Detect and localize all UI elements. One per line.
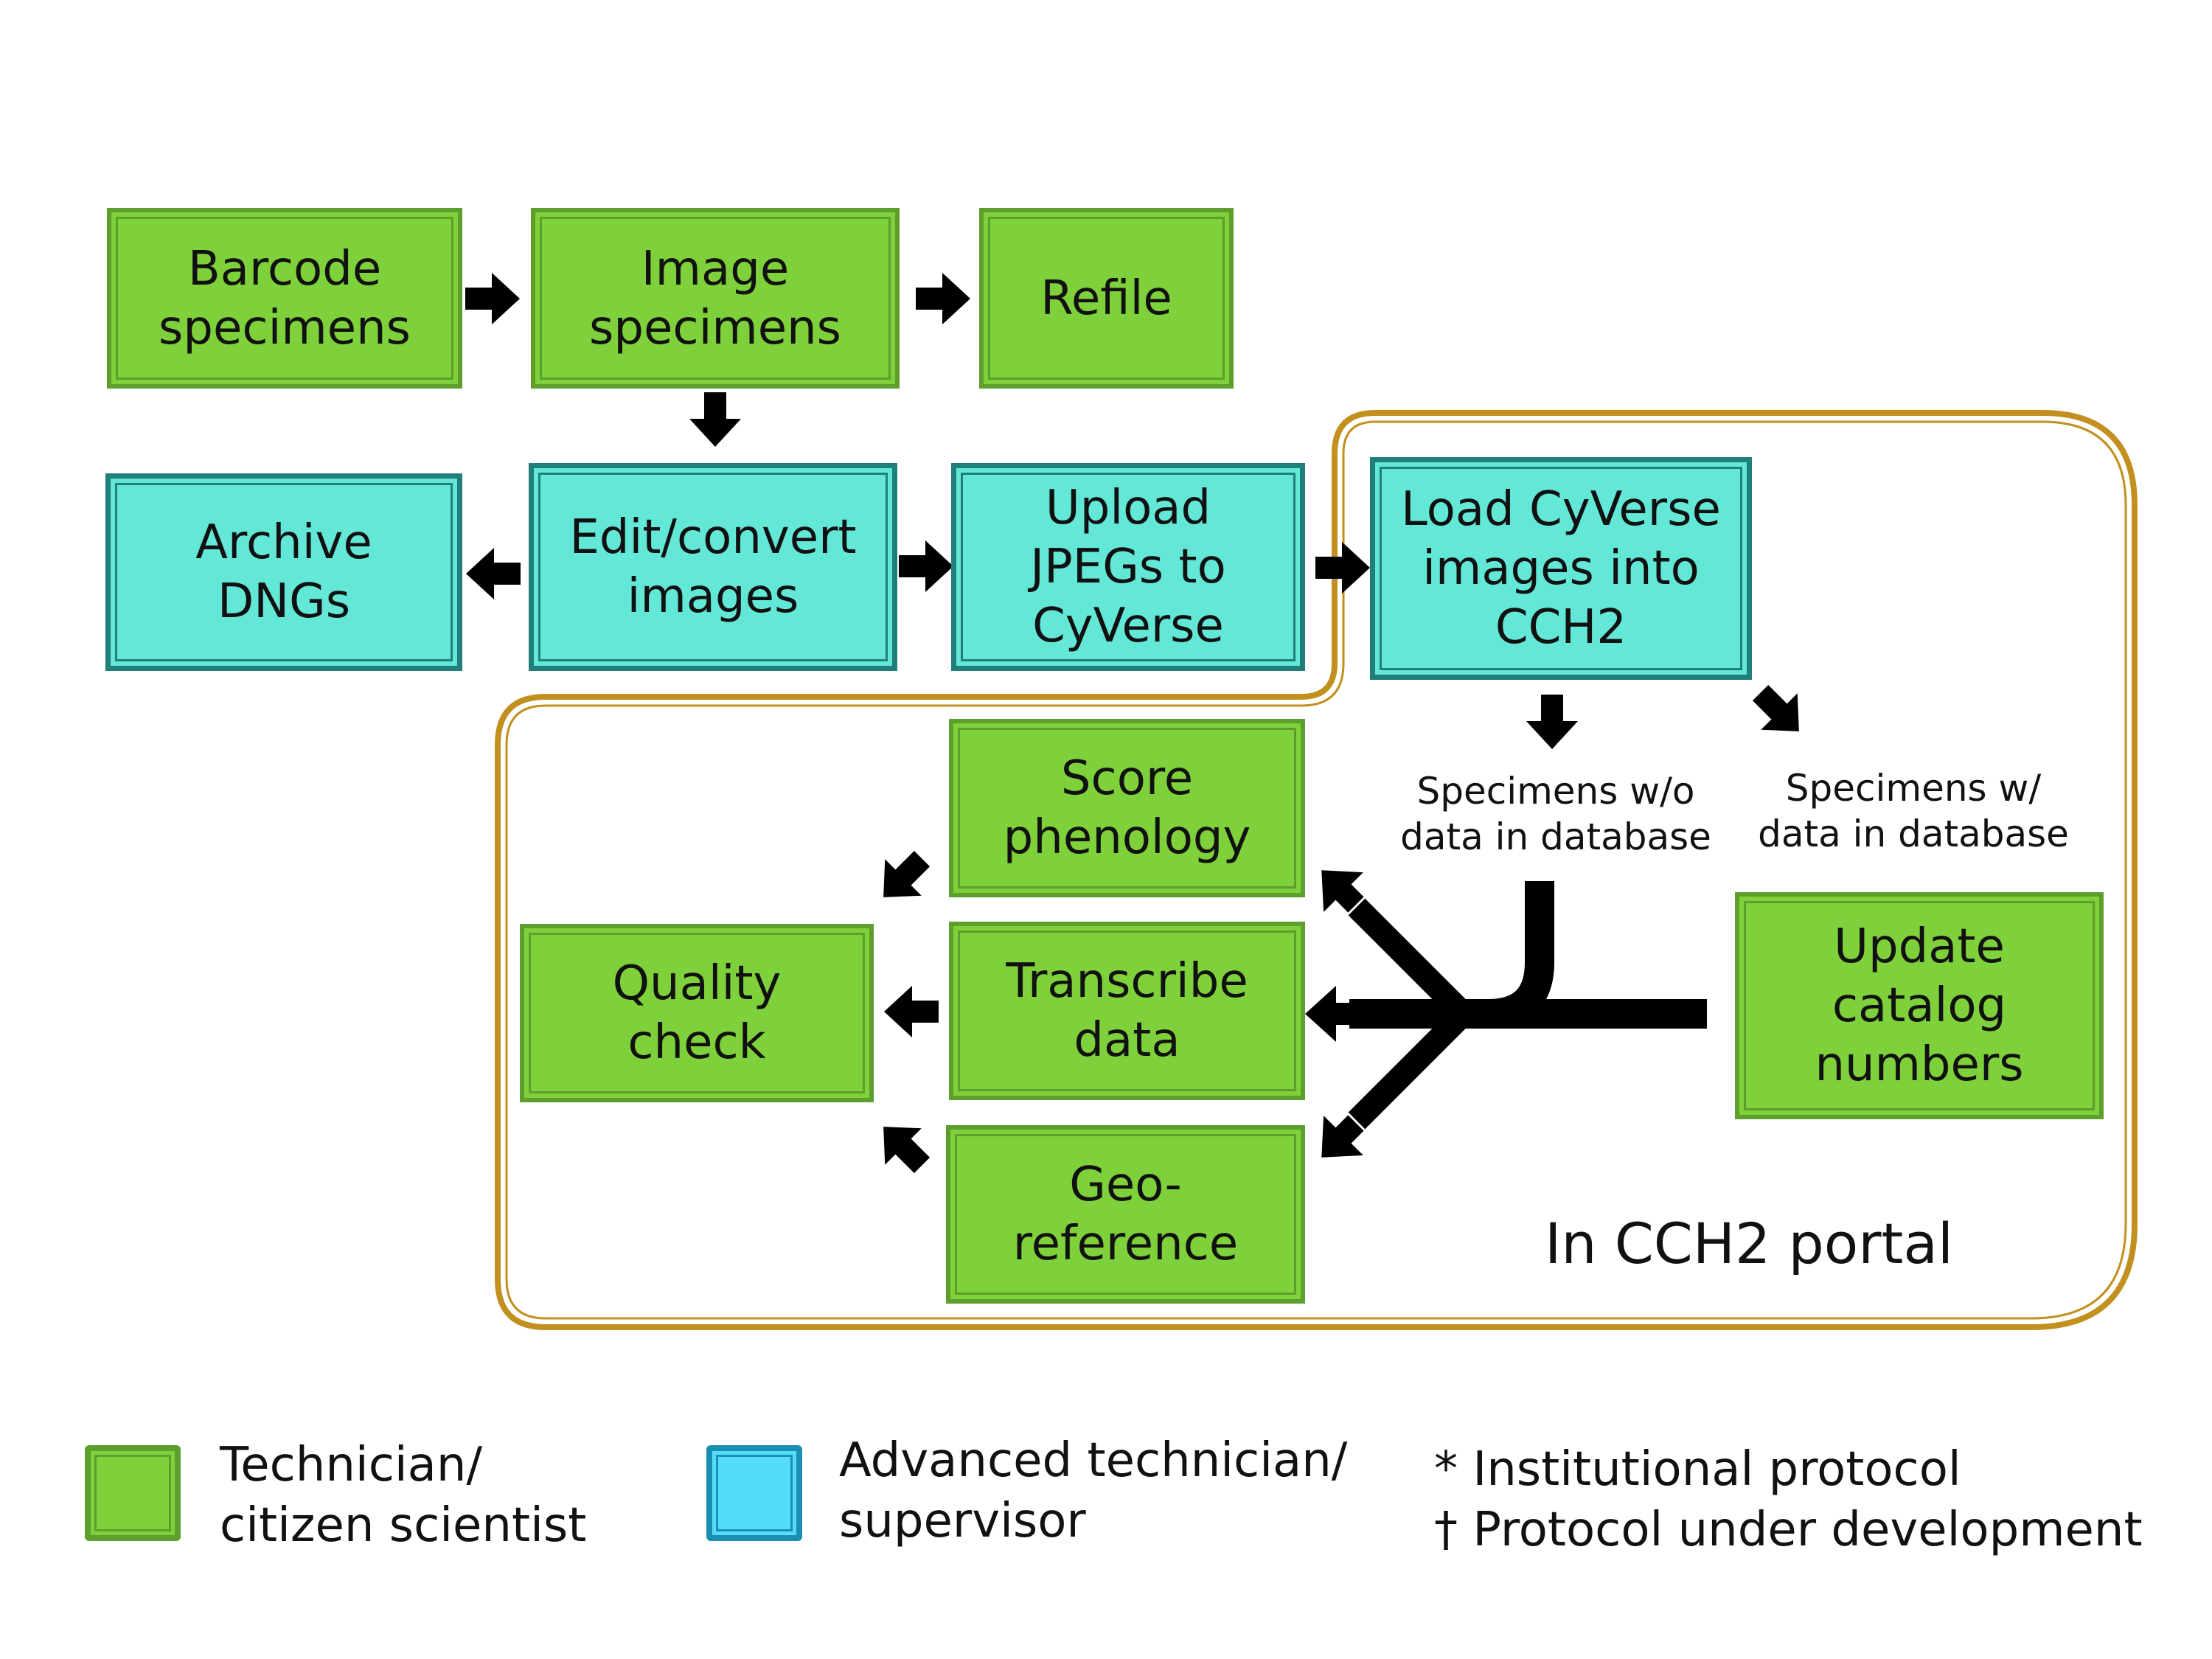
- cch2-portal-label: In CCH2 portal: [1545, 1211, 1954, 1276]
- barcode-specimens-box: Barcode specimens: [107, 208, 462, 389]
- quality-check-label: Quality check: [612, 956, 782, 1070]
- update-catalog-numbers-label: Update catalog numbers: [1815, 919, 2024, 1092]
- load-cyverse-label: Load CyVerse images into CCH2: [1401, 482, 1721, 655]
- edit-convert-images-label: Edit/convert images: [569, 510, 857, 624]
- arrow-transcribe-to-quality: [884, 986, 939, 1037]
- arrow-edit-to-archive: [466, 548, 521, 599]
- branch-connector-down: [1348, 1005, 1472, 1130]
- legend-blue-swatch: [706, 1445, 802, 1541]
- upload-jpegs-box: Upload JPEGs to CyVerse: [951, 463, 1305, 671]
- arrow-geo-to-quality: [883, 1127, 931, 1174]
- image-specimens-label: Image specimens: [589, 241, 841, 355]
- cch2-portal-outline: [495, 410, 2138, 1330]
- edit-convert-images-box: Edit/convert images: [529, 463, 897, 671]
- legend-technician-label: Technician/ citizen scientist: [220, 1438, 587, 1553]
- arrow-branch-to-geo: [1321, 1115, 1364, 1158]
- georeference-box: Geo- reference: [946, 1125, 1305, 1304]
- score-phenology-box: Score phenology: [949, 719, 1305, 897]
- arrow-upload-to-load: [1315, 542, 1370, 594]
- arrow-branch-to-score: [1321, 870, 1364, 913]
- load-cyverse-box: Load CyVerse images into CCH2: [1370, 457, 1752, 680]
- legend-advanced-label: Advanced technician/ supervisor: [839, 1433, 1348, 1548]
- arrow-image-to-edit: [689, 392, 741, 447]
- branch-connector-up: [1348, 898, 1472, 1023]
- archive-dngs-box: Archive DNGs: [105, 473, 462, 671]
- arrow-score-to-quality: [883, 850, 931, 897]
- legend-protocol-under-development: † Protocol under development: [1434, 1503, 2143, 1557]
- arrow-load-to-without-data: [1526, 695, 1578, 749]
- update-catalog-numbers-box: Update catalog numbers: [1735, 892, 2104, 1119]
- upload-jpegs-label: Upload JPEGs to CyVerse: [1030, 481, 1226, 653]
- archive-dngs-label: Archive DNGs: [195, 515, 372, 629]
- transcribe-data-label: Transcribe data: [1006, 954, 1248, 1068]
- branch-connector-curve: [1487, 881, 1554, 1029]
- arrow-edit-to-upload: [899, 540, 953, 592]
- georeference-label: Geo- reference: [1012, 1158, 1239, 1271]
- specimens-with-data-note: Specimens w/ data in database: [1758, 767, 2069, 855]
- refile-box: Refile: [979, 208, 1234, 389]
- legend-institutional-protocol: * Institutional protocol: [1434, 1442, 1961, 1497]
- arrow-load-to-with-data: [1752, 684, 1799, 731]
- arrow-branch-to-transcribe: [1305, 986, 1354, 1042]
- arrow-barcode-to-image: [465, 273, 520, 324]
- specimens-without-data-note: Specimens w/o data in database: [1400, 770, 1711, 858]
- transcribe-data-box: Transcribe data: [949, 922, 1305, 1100]
- refile-label: Refile: [1040, 271, 1172, 326]
- legend-green-swatch: [85, 1445, 181, 1541]
- cch2-portal-outline-inner: [505, 420, 2127, 1320]
- score-phenology-label: Score phenology: [1003, 751, 1251, 865]
- barcode-specimens-label: Barcode specimens: [159, 241, 411, 355]
- image-specimens-box: Image specimens: [531, 208, 900, 389]
- arrow-image-to-refile: [916, 273, 970, 324]
- quality-check-box: Quality check: [520, 924, 874, 1102]
